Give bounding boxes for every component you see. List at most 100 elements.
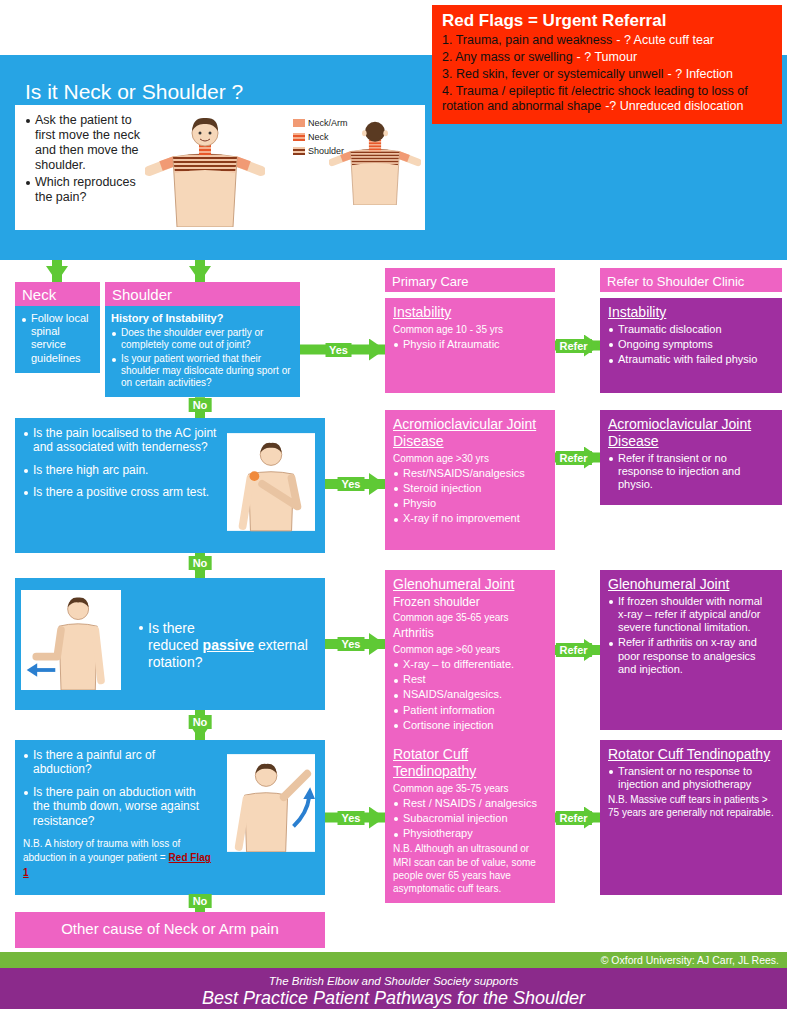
body-text: - ? Acute cuff tear [616,33,714,47]
outcome-box: Other cause of Neck or Arm pain [15,912,325,948]
text-group: Is there high arc pain. [23,463,218,477]
body-text: Frozen shoulder [393,595,480,609]
edge-label: Yes [338,637,365,651]
text-group: X-ray – to differentiate. [393,658,547,671]
text-group: Traumatic dislocation [608,323,774,336]
body-text: Best Practice Patient Pathways for the S… [202,988,585,1008]
body-text: Does the shoulder ever partly or complet… [121,327,263,350]
decision-box: Is there reducedpassiveexternal rotation… [15,578,325,710]
text-area: Is the pain localised to the AC joint an… [23,426,218,500]
heading-text: Glenohumeral Joint [393,576,514,592]
heading-text: Neck [22,286,56,303]
text-group: Best Practice Patient Pathways for the S… [4,989,783,1009]
legend-text: Neck/Arm [308,118,348,128]
heading-text: Rotator Cuff Tendinopathy [393,746,476,779]
body-text: Is your patient worried that their shoul… [121,353,291,388]
body-text: Steroid injection [403,482,481,494]
body-text: -? Unreduced dislocation [605,99,743,113]
text-group: Is there reducedpassiveexternal rotation… [138,620,313,670]
body-text: Is there pain on abduction with the thum… [33,785,199,828]
legend-item: Shoulder [293,146,348,156]
text-area: Other cause of Neck or Arm pain [25,920,315,938]
footer-band: The British Elbow and Shoulder Society s… [0,968,787,1009]
text-area: Rotator Cuff TendinopathyCommon age 35-7… [393,746,547,895]
text-area: InstabilityTraumatic dislocationOngoing … [608,304,774,366]
edge-label: No [189,556,212,570]
body-text: Subacromial injection [403,812,508,824]
text-area: InstabilityCommon age 10 - 35 yrsPhysio … [393,304,547,351]
heading-text: Primary Care [392,274,469,289]
text-group: Glenohumeral Joint [608,576,774,593]
text-group: Rotator Cuff Tendinopathy [393,746,547,780]
text-area: Is there a painful arc of abduction?Is t… [23,748,215,879]
text-group: 3. Red skin, fever or systemically unwel… [442,67,772,82]
body-text: X-ray if no improvement [403,512,520,524]
text-group: Glenohumeral Joint [393,576,547,593]
copyright-bar: © Oxford University: AJ Carr, JL Rees. [0,952,787,968]
body-text: Common age 35-75 years [393,783,509,794]
body-text: Physiotherapy [403,827,473,839]
body-text: Transient or no response to injection an… [618,765,752,790]
text-group: Physiotherapy [393,827,547,840]
ac-joint-figure [227,432,315,532]
text-group: N.B. A history of trauma with loss of ab… [23,836,215,879]
text-group: N.B. Massive cuff tears in patients > 75… [608,793,774,819]
text-group: Atraumatic with failed physio [608,353,774,366]
text-group: Acromioclavicular Joint Disease [608,416,774,450]
text-group: Subacromial injection [393,812,547,825]
front-figure [145,109,265,227]
text-group: Common age 10 - 35 yrs [393,323,547,336]
text-group: History of Instability? [111,312,294,325]
body-text: Patient information [403,704,495,716]
text-area: History of Instability? Does the shoulder… [111,312,294,389]
body-text: N.B. A history of trauma with loss of ab… [23,838,180,863]
text-group: Common age 35-75 years [393,782,547,795]
body-text: N.B. Massive cuff tears in patients > 75… [608,794,774,818]
legend-item: Neck/Arm [293,118,348,128]
body-text: Arthritis [393,626,434,640]
text-group: Transient or no response to injection an… [608,765,774,791]
primary-care-box: Rotator Cuff TendinopathyCommon age 35-7… [385,740,555,903]
text-group: X-ray if no improvement [393,512,547,525]
text-group: Rest / NSAIDS / analgesics [393,797,547,810]
edge-label: No [189,715,212,729]
text-group: Instability [608,304,774,321]
text-area: Ask the patient to first move the neck a… [25,113,145,205]
header-box: Neck [15,282,100,306]
text-group: Other cause of Neck or Arm pain [25,920,315,938]
primary-care-box: Acromioclavicular Joint DiseaseCommon ag… [385,410,555,550]
edge-label: Refer [555,339,591,353]
text-group: Instability [393,304,547,321]
heading-text: Instability [608,304,666,320]
text-group: 4. Trauma / epileptic fit /electric shoc… [442,84,772,114]
text-group: Rotator Cuff Tendinopathy [608,746,774,763]
referral-box: Rotator Cuff TendinopathyTransient or no… [600,740,782,895]
text-group: Follow local spinal service guidelines [21,312,94,365]
text-area: Red Flags = Urgent Referral1. Trauma, pa… [442,11,772,114]
external-rotation-figure [21,590,121,690]
back-figure [329,115,421,205]
text-group: Common age >60 years [393,643,547,656]
header-box: Shoulder [105,282,300,306]
body-text: Rest/NSAIDS/analgesics [403,467,525,479]
edge-label: Yes [338,477,365,491]
text-group: N.B. Although an ultrasound or MRI scan … [393,842,547,895]
legend: Neck/ArmNeckShoulder [293,118,348,160]
heading-text: Acromioclavicular Joint Disease [608,416,751,449]
primary-care-box: InstabilityCommon age 10 - 35 yrsPhysio … [385,298,555,393]
legend-swatch [293,133,305,141]
edge-label: Refer [555,451,591,465]
referral-box: Glenohumeral Joint If frozen shoulder wit… [600,570,782,730]
text-group: © Oxford University: AJ Carr, JL Rees. [8,954,779,967]
text-area: Primary Care [392,271,548,290]
body-text: Rest [403,673,426,685]
column-header: Refer to Shoulder Clinic [600,268,782,292]
body-text: Ongoing symptoms [618,338,713,350]
body-text: If frozen shoulder with normal x-ray – r… [618,595,762,633]
legend-swatch [293,119,305,127]
text-group: Is there a positive cross arm test. [23,485,218,499]
heading-text: History of Instability? [111,312,223,324]
text-group: Cortisone injection [393,719,547,732]
instruction-box: Ask the patient to first move the neck a… [15,105,425,230]
body-text: Refer if arthritis on x-ray and poor res… [618,636,757,674]
